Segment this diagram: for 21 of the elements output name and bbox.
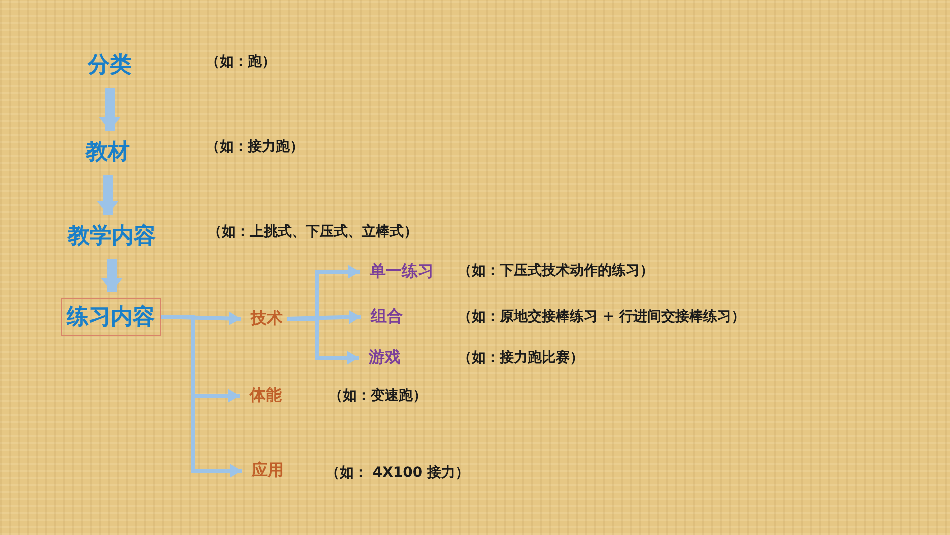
block-arrow (99, 88, 121, 131)
node-label: 单一练习 (370, 262, 434, 282)
node-label: 应用 (252, 460, 284, 482)
example-note: （如：接力跑比赛） (458, 349, 584, 367)
example-note: （如： 4X100 接力） (326, 464, 470, 482)
node-label: 游戏 (369, 348, 401, 368)
boxed-label: 练习内容 (61, 298, 161, 336)
example-note: （如：接力跑） (206, 138, 304, 156)
node-label: 教材 (86, 137, 130, 167)
example-note: （如：跑） (206, 53, 276, 71)
node-label: 教学内容 (68, 221, 156, 251)
node-label: 分类 (88, 50, 132, 80)
block-arrow (101, 259, 123, 292)
block-arrow (97, 175, 119, 215)
example-note: （如：上挑式、下压式、立棒式） (208, 223, 418, 241)
example-note: （如：下压式技术动作的练习） (458, 262, 654, 280)
example-note: （如：变速跑） (329, 387, 427, 405)
example-note: （如：原地交接棒练习 + 行进间交接棒练习） (458, 308, 746, 326)
node-label: 组合 (371, 306, 403, 328)
node-label: 技术 (251, 308, 283, 330)
node-label: 体能 (250, 386, 282, 406)
